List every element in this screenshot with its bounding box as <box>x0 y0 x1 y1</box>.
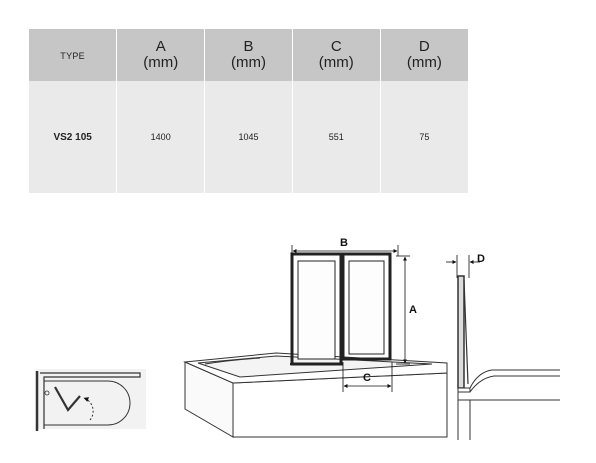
header-a: A(mm) <box>116 29 206 81</box>
cell-c: 551 <box>292 81 381 193</box>
plan-view <box>35 369 146 431</box>
cell-a: 1400 <box>116 81 206 193</box>
label-a: A <box>409 304 417 316</box>
label-d: D <box>477 253 485 265</box>
dimensions-table: TYPE A(mm) B(mm) C(mm) D(mm) VS2 105 140… <box>29 29 468 193</box>
dimension-a <box>396 255 410 365</box>
dimension-d <box>446 255 480 278</box>
table-header-row: TYPE A(mm) B(mm) C(mm) D(mm) <box>29 29 468 81</box>
header-d: D(mm) <box>380 29 468 81</box>
side-view <box>457 275 560 440</box>
label-b: B <box>340 237 348 249</box>
dimension-c <box>342 362 393 392</box>
header-b: B(mm) <box>204 29 293 81</box>
label-c: C <box>363 372 371 384</box>
dimension-b <box>291 245 399 256</box>
cell-d: 75 <box>380 81 468 193</box>
table-row: VS2 105 1400 1045 551 75 <box>29 81 468 193</box>
header-c: C(mm) <box>292 29 381 81</box>
cell-type: VS2 105 <box>29 81 118 193</box>
header-type: TYPE <box>29 29 118 81</box>
shower-screen <box>290 252 392 366</box>
cell-b: 1045 <box>204 81 293 193</box>
bathtub-perspective <box>183 352 448 438</box>
